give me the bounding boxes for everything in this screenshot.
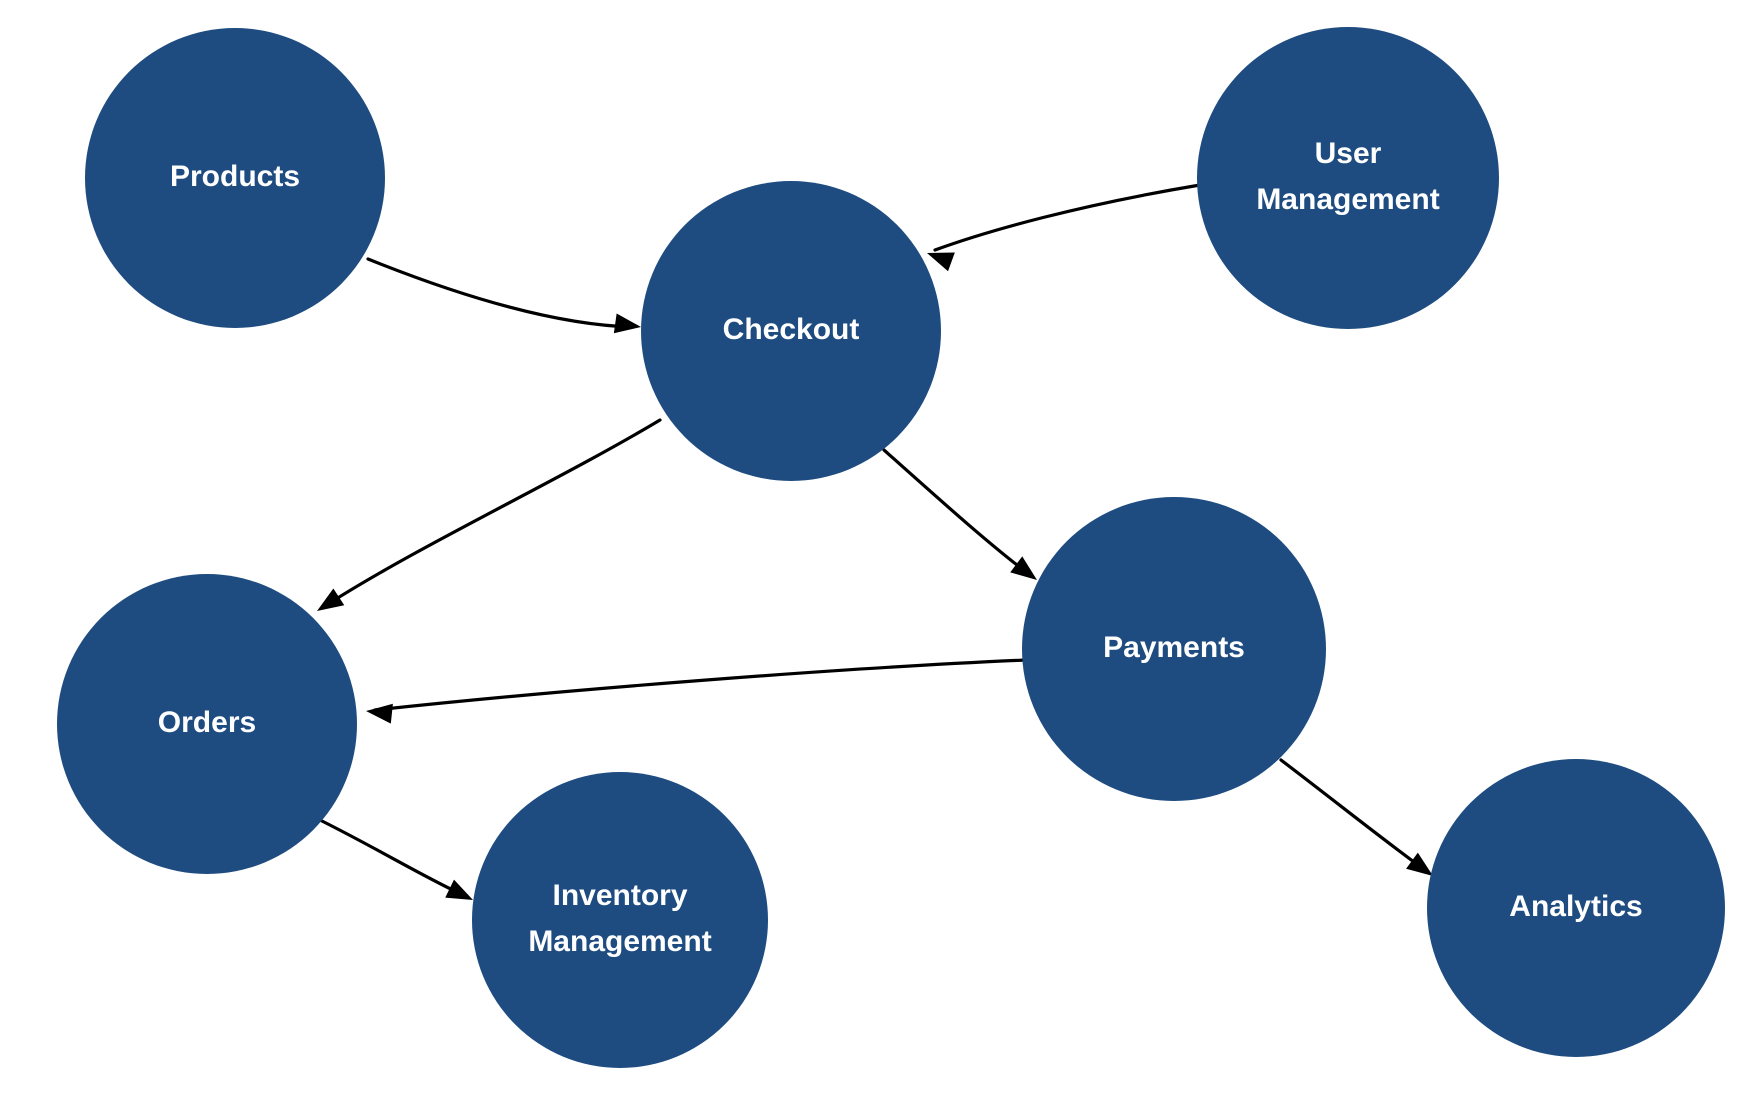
node-circle-analytics[interactable] — [1427, 759, 1725, 1057]
arrowhead-icon — [1010, 556, 1037, 580]
edge-line — [366, 257, 635, 329]
node-orders[interactable]: Orders — [57, 574, 357, 874]
edge-line — [373, 658, 1028, 712]
arrowhead-icon — [927, 252, 955, 272]
edge-orders-to-inventory-management — [318, 818, 473, 900]
edge-checkout-to-payments — [882, 448, 1037, 580]
node-circle-payments[interactable] — [1022, 497, 1326, 801]
arrowhead-icon — [613, 313, 641, 334]
edge-line — [882, 448, 1032, 577]
arrowhead-icon — [445, 879, 473, 900]
node-circle-checkout[interactable] — [641, 181, 941, 481]
edge-user-management-to-checkout — [927, 183, 1202, 272]
edge-line — [933, 183, 1202, 252]
edge-checkout-to-orders — [317, 418, 662, 611]
node-circle-user-management[interactable] — [1197, 27, 1499, 329]
edge-line — [323, 418, 662, 608]
edge-payments-to-orders — [366, 658, 1028, 724]
node-circle-products[interactable] — [85, 28, 385, 328]
edge-line — [1279, 758, 1427, 872]
node-circle-inventory-management[interactable] — [472, 772, 768, 1068]
edge-line — [318, 818, 467, 898]
edges-layer — [317, 183, 1433, 900]
arrowhead-icon — [366, 703, 393, 724]
arrowhead-icon — [317, 588, 345, 611]
node-circle-orders[interactable] — [57, 574, 357, 874]
node-analytics[interactable]: Analytics — [1427, 759, 1725, 1057]
arrowhead-icon — [1406, 852, 1433, 876]
node-products[interactable]: Products — [85, 28, 385, 328]
node-payments[interactable]: Payments — [1022, 497, 1326, 801]
edge-payments-to-analytics — [1279, 758, 1433, 876]
node-checkout[interactable]: Checkout — [641, 181, 941, 481]
edge-products-to-checkout — [366, 257, 641, 334]
